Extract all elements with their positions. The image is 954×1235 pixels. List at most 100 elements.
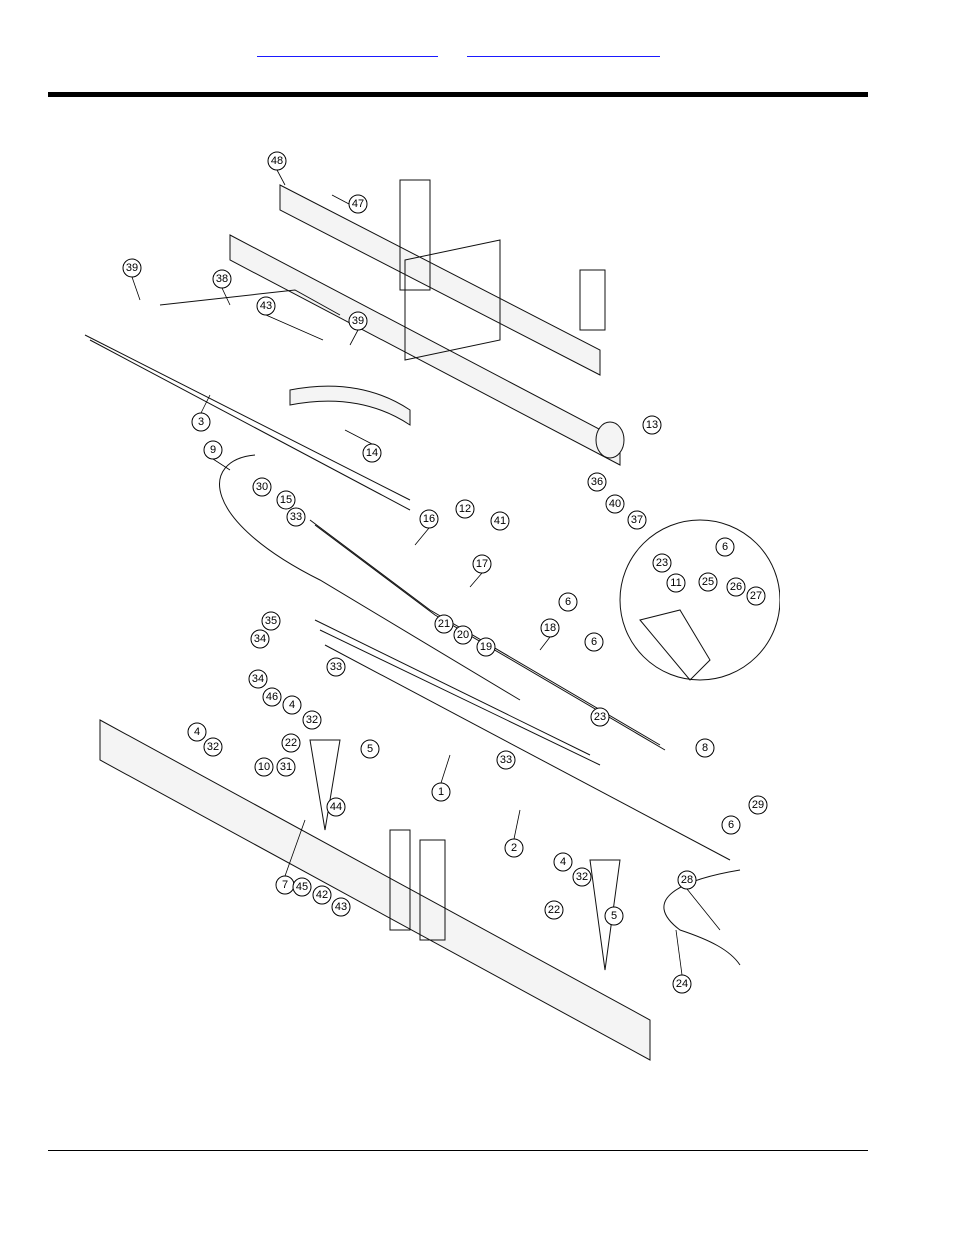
svg-text:32: 32 bbox=[207, 741, 219, 753]
callout-1: 1 bbox=[431, 782, 451, 802]
svg-text:28: 28 bbox=[681, 874, 693, 886]
callout-4a: 4 bbox=[187, 722, 207, 742]
callout-19: 19 bbox=[476, 637, 496, 657]
callout-7: 7 bbox=[275, 875, 295, 895]
svg-text:43: 43 bbox=[335, 901, 347, 913]
callout-44: 44 bbox=[326, 797, 346, 817]
svg-text:48: 48 bbox=[271, 155, 283, 167]
svg-text:39: 39 bbox=[352, 315, 364, 327]
callout-38: 38 bbox=[212, 269, 232, 289]
callout-33c: 33 bbox=[496, 750, 516, 770]
svg-text:22: 22 bbox=[548, 904, 560, 916]
callout-36: 36 bbox=[587, 472, 607, 492]
svg-text:15: 15 bbox=[280, 494, 292, 506]
svg-text:25: 25 bbox=[702, 576, 714, 588]
svg-text:34: 34 bbox=[254, 633, 266, 645]
svg-text:23: 23 bbox=[594, 711, 606, 723]
svg-text:3: 3 bbox=[198, 416, 204, 428]
callout-47: 47 bbox=[348, 194, 368, 214]
svg-text:47: 47 bbox=[352, 198, 364, 210]
svg-text:5: 5 bbox=[611, 910, 617, 922]
svg-text:2: 2 bbox=[511, 842, 517, 854]
callout-22a: 22 bbox=[281, 733, 301, 753]
svg-text:18: 18 bbox=[544, 622, 556, 634]
footer-rule bbox=[48, 1150, 868, 1151]
svg-text:11: 11 bbox=[670, 577, 681, 589]
callout-17: 17 bbox=[472, 554, 492, 574]
svg-text:39: 39 bbox=[126, 262, 138, 274]
header-rule bbox=[48, 92, 868, 97]
svg-text:8: 8 bbox=[702, 742, 708, 754]
callout-22b: 22 bbox=[544, 900, 564, 920]
callout-28: 28 bbox=[677, 870, 697, 890]
svg-text:30: 30 bbox=[256, 481, 268, 493]
callout-29: 29 bbox=[748, 795, 768, 815]
svg-text:9: 9 bbox=[210, 444, 216, 456]
callout-10: 10 bbox=[254, 757, 274, 777]
callout-8: 8 bbox=[695, 738, 715, 758]
parts-diagram: 1 2 3 4 4 4 5 5 6 6 6 6 7 8 9 10 11 12 1… bbox=[84, 151, 780, 1061]
callout-25: 25 bbox=[698, 572, 718, 592]
svg-text:31: 31 bbox=[280, 761, 292, 773]
callout-4c: 4 bbox=[553, 852, 573, 872]
callout-32a: 32 bbox=[203, 737, 223, 757]
svg-text:29: 29 bbox=[752, 799, 764, 811]
svg-text:6: 6 bbox=[565, 596, 571, 608]
callout-12: 12 bbox=[455, 499, 475, 519]
callout-9: 9 bbox=[203, 440, 223, 460]
callout-43a: 43 bbox=[256, 296, 276, 316]
svg-text:16: 16 bbox=[423, 513, 435, 525]
callout-21: 21 bbox=[434, 614, 454, 634]
svg-text:43: 43 bbox=[260, 300, 272, 312]
callout-40: 40 bbox=[605, 494, 625, 514]
callout-43b: 43 bbox=[331, 897, 351, 917]
svg-text:22: 22 bbox=[285, 737, 297, 749]
svg-text:40: 40 bbox=[609, 498, 621, 510]
callout-33b: 33 bbox=[326, 657, 346, 677]
svg-text:17: 17 bbox=[476, 558, 488, 570]
callout-41: 41 bbox=[490, 511, 510, 531]
svg-text:37: 37 bbox=[631, 514, 643, 526]
svg-text:36: 36 bbox=[591, 476, 603, 488]
top-link-right[interactable] bbox=[467, 42, 660, 57]
callout-46: 46 bbox=[262, 687, 282, 707]
svg-text:6: 6 bbox=[591, 636, 597, 648]
callout-30: 30 bbox=[252, 477, 272, 497]
svg-text:42: 42 bbox=[316, 889, 328, 901]
callout-2: 2 bbox=[504, 838, 524, 858]
svg-text:33: 33 bbox=[290, 511, 302, 523]
svg-text:12: 12 bbox=[459, 503, 471, 515]
svg-text:6: 6 bbox=[728, 819, 734, 831]
callout-14: 14 bbox=[362, 443, 382, 463]
callout-34b: 34 bbox=[248, 669, 268, 689]
top-link-left[interactable] bbox=[257, 42, 438, 57]
svg-text:14: 14 bbox=[366, 447, 378, 459]
callout-6a: 6 bbox=[558, 592, 578, 612]
callout-26: 26 bbox=[726, 577, 746, 597]
svg-text:45: 45 bbox=[296, 881, 308, 893]
svg-text:4: 4 bbox=[289, 699, 295, 711]
callout-42: 42 bbox=[312, 885, 332, 905]
callout-18: 18 bbox=[540, 618, 560, 638]
svg-text:41: 41 bbox=[494, 515, 506, 527]
callout-48: 48 bbox=[267, 151, 287, 171]
svg-text:13: 13 bbox=[646, 419, 658, 431]
callout-34a: 34 bbox=[250, 629, 270, 649]
inset-detail bbox=[619, 519, 780, 681]
svg-text:34: 34 bbox=[252, 673, 264, 685]
callout-32c: 32 bbox=[572, 867, 592, 887]
svg-text:33: 33 bbox=[330, 661, 342, 673]
svg-text:46: 46 bbox=[266, 691, 278, 703]
hose bbox=[663, 869, 741, 966]
callout-31: 31 bbox=[276, 757, 296, 777]
callout-16: 16 bbox=[419, 509, 439, 529]
svg-text:4: 4 bbox=[194, 726, 200, 738]
svg-text:4: 4 bbox=[560, 856, 566, 868]
callout-11: 11 bbox=[666, 573, 686, 593]
svg-text:44: 44 bbox=[330, 801, 342, 813]
callout-6b: 6 bbox=[584, 632, 604, 652]
callout-5b: 5 bbox=[604, 906, 624, 926]
svg-text:38: 38 bbox=[216, 273, 228, 285]
svg-text:33: 33 bbox=[500, 754, 512, 766]
callout-35: 35 bbox=[261, 611, 281, 631]
